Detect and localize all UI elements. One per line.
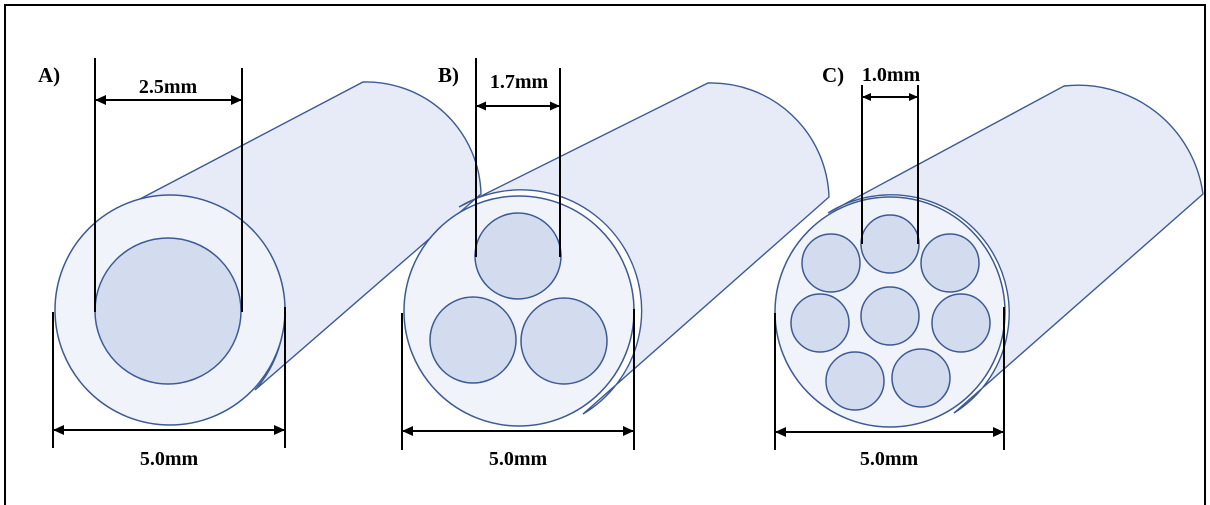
tube-c-channel: [920, 233, 980, 293]
arrow-head: [476, 101, 486, 111]
tube-a-channel: [94, 237, 242, 385]
panel-a-label: A): [38, 63, 60, 87]
arrow-head: [775, 427, 786, 437]
outer-dimension-label: 5.0mm: [489, 448, 548, 470]
outer-dimension-c: 5.0mm: [774, 307, 1005, 470]
tube-c-channel: [860, 214, 920, 274]
panel-c-label: C): [822, 63, 844, 87]
tube-c-channel: [931, 293, 991, 353]
tube-c-channel: [860, 286, 920, 346]
arrow-head: [231, 95, 242, 105]
arrow-head: [274, 425, 285, 435]
arrow-head: [53, 425, 64, 435]
channel-dimension-c: 1.0mm: [861, 64, 921, 244]
tube-b: [403, 82, 830, 427]
channel-dimension-label: 1.0mm: [862, 64, 921, 86]
panel-b: B) 1.7mm 5.0mm: [401, 58, 830, 470]
arrow-head: [550, 101, 560, 111]
outer-dimension-b: 5.0mm: [401, 309, 635, 470]
figure-frame: [4, 4, 1206, 505]
tube-c: [774, 84, 1204, 428]
channel-dimension-a: 2.5mm: [94, 58, 243, 312]
arrow-head: [862, 93, 871, 101]
channel-dimension-label: 1.7mm: [490, 71, 549, 93]
arrow-head: [993, 427, 1004, 437]
panel-b-label: B): [438, 63, 459, 87]
channel-dimension-b: 1.7mm: [475, 58, 561, 257]
tube-b-channel: [429, 296, 517, 384]
arrow-head: [623, 426, 634, 436]
tube-a: [54, 81, 482, 426]
tube-b-channel: [520, 297, 608, 385]
outer-dimension-label: 5.0mm: [140, 448, 199, 470]
tube-c-channel: [891, 348, 951, 408]
tube-c-channel: [825, 351, 885, 411]
outer-dimension-label: 5.0mm: [860, 448, 919, 470]
tube-c-channel: [790, 293, 850, 353]
arrow-head: [402, 426, 413, 436]
tube-b-body: [458, 82, 830, 415]
tube-b-channel: [474, 212, 562, 300]
tube-c-channel: [801, 233, 861, 293]
panel-a: A) 2.5mm 5.0mm: [38, 58, 482, 470]
channel-dimension-label: 2.5mm: [139, 76, 198, 98]
panel-c: C) 1.0mm 5.0mm: [774, 63, 1204, 470]
arrow-head: [95, 95, 106, 105]
outer-dimension-a: 5.0mm: [52, 307, 286, 470]
arrow-head: [909, 93, 918, 101]
